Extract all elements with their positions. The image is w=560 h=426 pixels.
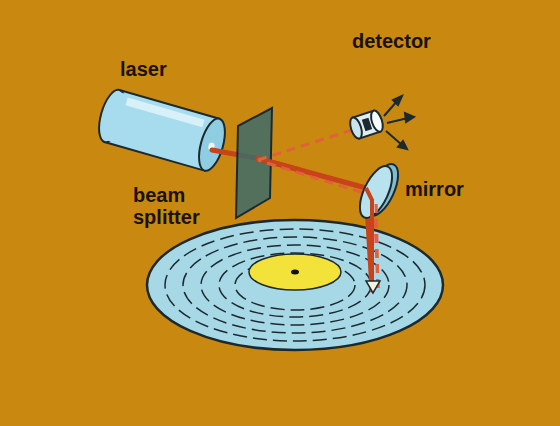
mirror <box>353 160 404 223</box>
detector-label: detector <box>352 30 431 52</box>
mirror-label: mirror <box>405 178 464 200</box>
laser-label: laser <box>120 58 167 80</box>
laser-beam <box>212 150 372 290</box>
focus-lens <box>366 281 380 293</box>
beam-splitter-label: beam splitter <box>133 184 215 228</box>
compact-disc <box>147 220 443 350</box>
reflected-beam-up <box>376 200 378 288</box>
laser-tube <box>94 87 230 174</box>
detector <box>348 96 414 149</box>
laser-beam-down <box>366 188 372 290</box>
